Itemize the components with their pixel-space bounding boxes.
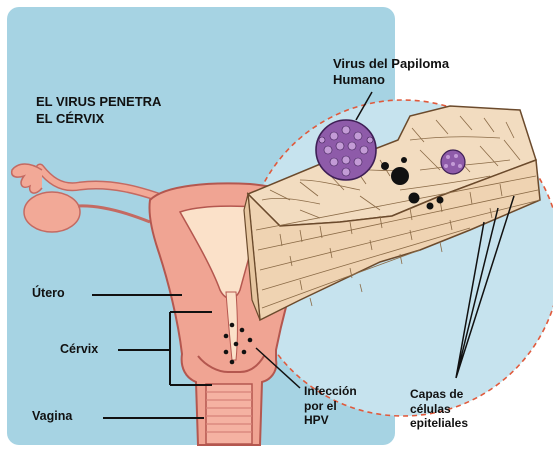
virus-label-line-1: Virus del Papiloma (333, 56, 449, 72)
vagina-canal (206, 384, 252, 444)
layers-label-line-2: células (410, 402, 468, 417)
virus-particle-large (316, 120, 376, 180)
utero-label: Útero (32, 286, 65, 301)
virus-particle-small (441, 150, 465, 174)
title-line-1: EL VIRUS PENETRA (36, 93, 161, 110)
cervix-label: Cérvix (60, 342, 98, 357)
layers-label-line-1: Capas de (410, 387, 468, 402)
virus-label: Virus del Papiloma Humano (333, 56, 449, 88)
virus-label-line-2: Humano (333, 72, 449, 88)
ovary (24, 192, 80, 232)
infection-label-line-3: HPV (304, 413, 357, 428)
vagina-label: Vagina (32, 409, 72, 424)
infection-label-line-2: por el (304, 399, 357, 414)
infection-label: Infección por el HPV (304, 384, 357, 428)
epithelial-layers-label: Capas de células epiteliales (410, 387, 468, 431)
diagram-title: EL VIRUS PENETRA EL CÉRVIX (36, 93, 161, 127)
infection-label-line-1: Infección (304, 384, 357, 399)
layers-label-line-3: epiteliales (410, 416, 468, 431)
title-line-2: EL CÉRVIX (36, 110, 161, 127)
